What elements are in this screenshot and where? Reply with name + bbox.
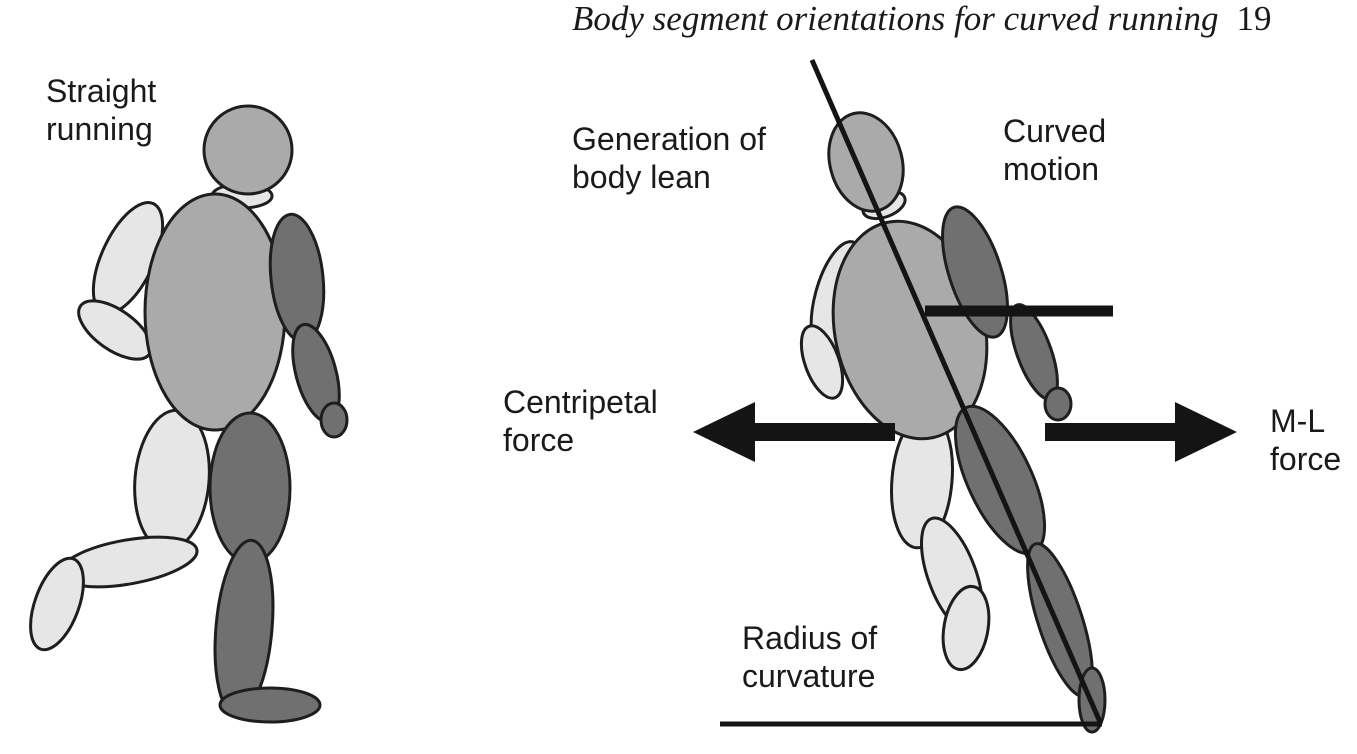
label-line: Generation of <box>572 121 766 157</box>
label-line: body lean <box>572 159 711 195</box>
running-header: Body segment orientations for curved run… <box>572 0 1357 46</box>
runner-front-hand <box>319 401 349 439</box>
curved-runner-figure <box>693 59 1237 734</box>
header-title: Body segment orientations for curved run… <box>572 0 1219 38</box>
label-radius-of-curvature: Radius of curvature <box>742 619 877 695</box>
label-straight-running: Straight running <box>46 72 156 148</box>
label-ml-force: M-L force <box>1270 402 1341 478</box>
runner-back-foot <box>29 556 85 652</box>
label-line: Centripetal <box>503 384 658 420</box>
label-line: Straight <box>46 73 157 109</box>
label-line: curvature <box>742 658 876 694</box>
label-line: motion <box>1003 151 1100 187</box>
runner-front-upper-arm <box>941 205 1009 339</box>
runner-back-foot <box>941 584 991 672</box>
straight-runner-figure <box>29 104 349 724</box>
centripetal-force-arrow <box>693 402 895 462</box>
ml-force-arrow <box>1045 402 1237 462</box>
label-generation-of-body-lean: Generation of body lean <box>572 120 766 196</box>
label-line: force <box>1270 441 1342 477</box>
label-line: running <box>46 111 153 147</box>
label-line: M-L <box>1270 403 1326 439</box>
label-line: Radius of <box>742 620 878 656</box>
label-curved-motion: Curved motion <box>1003 112 1106 188</box>
runner-torso <box>143 192 287 432</box>
label-line: force <box>503 422 575 458</box>
runner-head <box>202 104 294 196</box>
label-line: Curved <box>1003 113 1107 149</box>
label-centripetal-force: Centripetal force <box>503 383 658 459</box>
body-lean-line <box>809 59 1103 723</box>
page-number: 19 <box>1236 0 1272 38</box>
runner-front-foot <box>218 686 322 724</box>
runner-front-hand <box>1043 386 1073 422</box>
